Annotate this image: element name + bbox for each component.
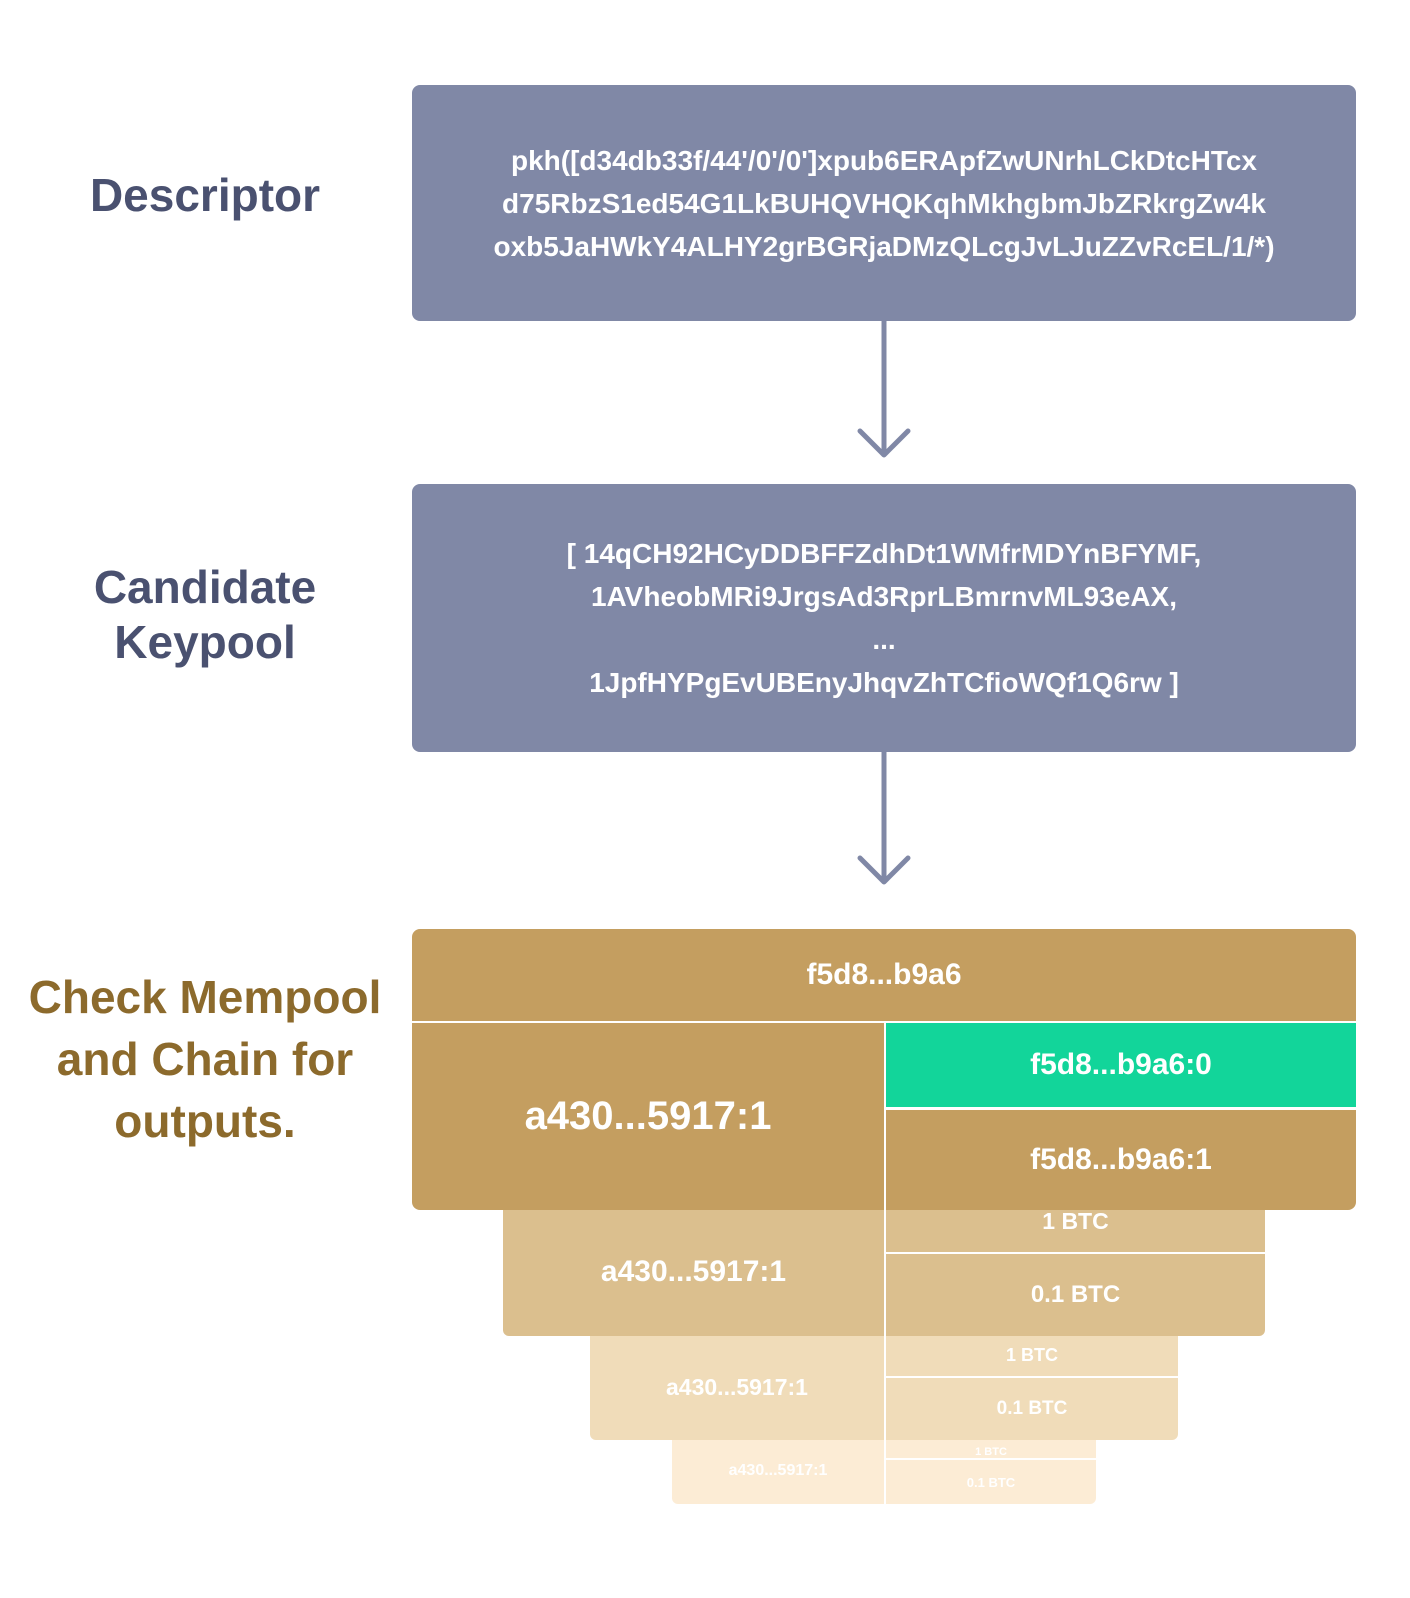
check-mempool-label: Check Mempool and Chain for outputs. (20, 966, 390, 1152)
descriptor-line: d75RbzS1ed54G1LkBUHQVHQKqhMkhgbmJbZRkrgZ… (502, 187, 1266, 219)
keypool-ellipsis: ... (872, 624, 896, 655)
stack-2-output-b: 0.1 BTC (886, 1378, 1178, 1440)
stack-3-output-b: 0.1 BTC (886, 1460, 1096, 1504)
check-mempool-label-line1: Check Mempool (28, 971, 382, 1023)
stack-3-input-text: a430...5917:1 (728, 1462, 828, 1479)
stack-2-input-text: a430...5917:1 (666, 1373, 808, 1400)
transaction-input-text: a430...5917:1 (524, 1094, 772, 1138)
transaction-input: a430...5917:1 (412, 1023, 884, 1210)
check-mempool-label-line3: outputs. (114, 1095, 296, 1147)
stack-1-output-b: 0.1 BTC (886, 1254, 1265, 1336)
stack-3-output-a-text: 1 BTC (975, 1446, 1007, 1458)
keypool-address: [ 14qCH92HCyDDBFFZdhDt1WMfrMDYnBFYMF, (566, 538, 1202, 569)
transaction-output-1: f5d8...b9a6:1 (886, 1110, 1356, 1210)
descriptor-box: pkh([d34db33f/44'/0'/0']xpub6ERApfZwUNrh… (412, 85, 1356, 321)
down-arrow-icon (857, 752, 911, 885)
candidate-keypool-label-line1: Candidate (93, 561, 317, 613)
stack-1-output-a: 1 BTC (886, 1208, 1265, 1252)
candidate-keypool-label: Candidate Keypool (40, 560, 370, 670)
stack-3-output-b-text: 0.1 BTC (966, 1474, 1016, 1490)
transaction-output-0: f5d8...b9a6:0 (886, 1023, 1356, 1107)
transaction-id: f5d8...b9a6 (806, 958, 962, 991)
stack-3-output-a: 1 BTC (886, 1438, 1096, 1458)
keypool-address: 1AVheobMRi9JrgsAd3RprLBmrnvML93eAX, (590, 581, 1178, 612)
stack-1-input-text: a430...5917:1 (600, 1255, 787, 1288)
check-mempool-label-line2: and Chain for (56, 1033, 354, 1085)
stack-2-output-a: 1 BTC (886, 1334, 1178, 1376)
stack-3-input: a430...5917:1 (672, 1438, 884, 1504)
keypool-box: [ 14qCH92HCyDDBFFZdhDt1WMfrMDYnBFYMF, 1A… (412, 484, 1356, 752)
descriptor-label: Descriptor (40, 168, 370, 223)
keypool-address: 1JpfHYPgEvUBEnyJhqvZhTCfioWQf1Q6rw ] (589, 667, 1179, 698)
stack-2-output-b-text: 0.1 BTC (996, 1398, 1068, 1419)
down-arrow-icon (857, 321, 911, 458)
stack-2-output-a-text: 1 BTC (1005, 1344, 1058, 1365)
stack-1-output-b-text: 0.1 BTC (1030, 1281, 1121, 1308)
stack-2-input: a430...5917:1 (590, 1334, 884, 1440)
transaction-output-1-text: f5d8...b9a6:1 (1030, 1143, 1212, 1176)
transaction-output-0-text: f5d8...b9a6:0 (1030, 1048, 1212, 1081)
stack-1-input: a430...5917:1 (503, 1208, 884, 1336)
stack-1-output-a-text: 1 BTC (1042, 1208, 1109, 1234)
descriptor-line: pkh([d34db33f/44'/0'/0']xpub6ERApfZwUNrh… (510, 144, 1257, 176)
transaction-header: f5d8...b9a6 (412, 929, 1356, 1021)
descriptor-line: oxb5JaHWkY4ALHY2grBGRjaDMzQLcgJvLJuZZvRc… (493, 230, 1275, 262)
candidate-keypool-label-line2: Keypool (114, 616, 296, 669)
descriptor-label-text: Descriptor (89, 169, 321, 221)
